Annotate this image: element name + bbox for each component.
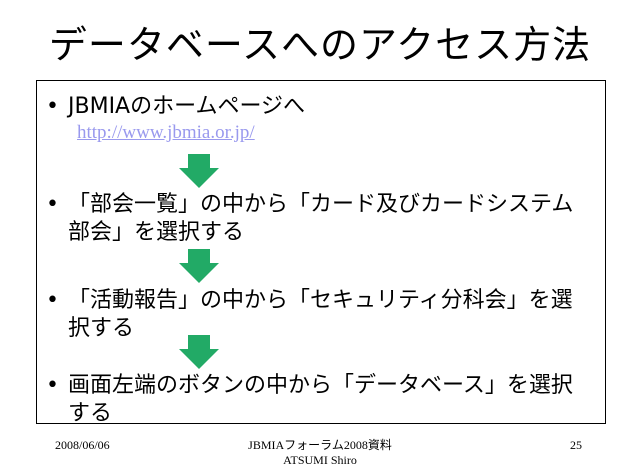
footer-author: ATSUMI Shiro	[283, 453, 357, 467]
bullet-text: JBMIAのホームページへ	[68, 94, 306, 119]
down-arrow-icon	[179, 335, 219, 369]
slide-title: データベースへのアクセス方法	[48, 23, 592, 67]
bullet-text: 画面左端のボタンの中から「データベース」を選択する	[68, 373, 573, 426]
footer-event: JBMIAフォーラム2008資料	[248, 438, 392, 452]
footer-center: JBMIAフォーラム2008資料 ATSUMI Shiro	[220, 438, 420, 468]
page-number: 25	[570, 438, 582, 452]
bullet-text: 「部会一覧」の中から「カード及びカードシステム部会」を選択する	[68, 192, 574, 245]
down-arrow-icon	[179, 154, 219, 188]
footer-date: 2008/06/06	[55, 438, 110, 452]
bullet-text: 「活動報告」の中から「セキュリティ分科会」を選択する	[68, 288, 573, 341]
bullet-dot: •	[46, 373, 59, 398]
bullet-dot: •	[46, 94, 59, 119]
content-box: • JBMIAのホームページへ http://www.jbmia.or.jp/ …	[36, 80, 606, 426]
homepage-link[interactable]: http://www.jbmia.or.jp/	[77, 122, 255, 143]
bullet-dot: •	[46, 288, 59, 313]
down-arrow-icon	[179, 249, 219, 283]
bullet-dot: •	[46, 192, 59, 217]
